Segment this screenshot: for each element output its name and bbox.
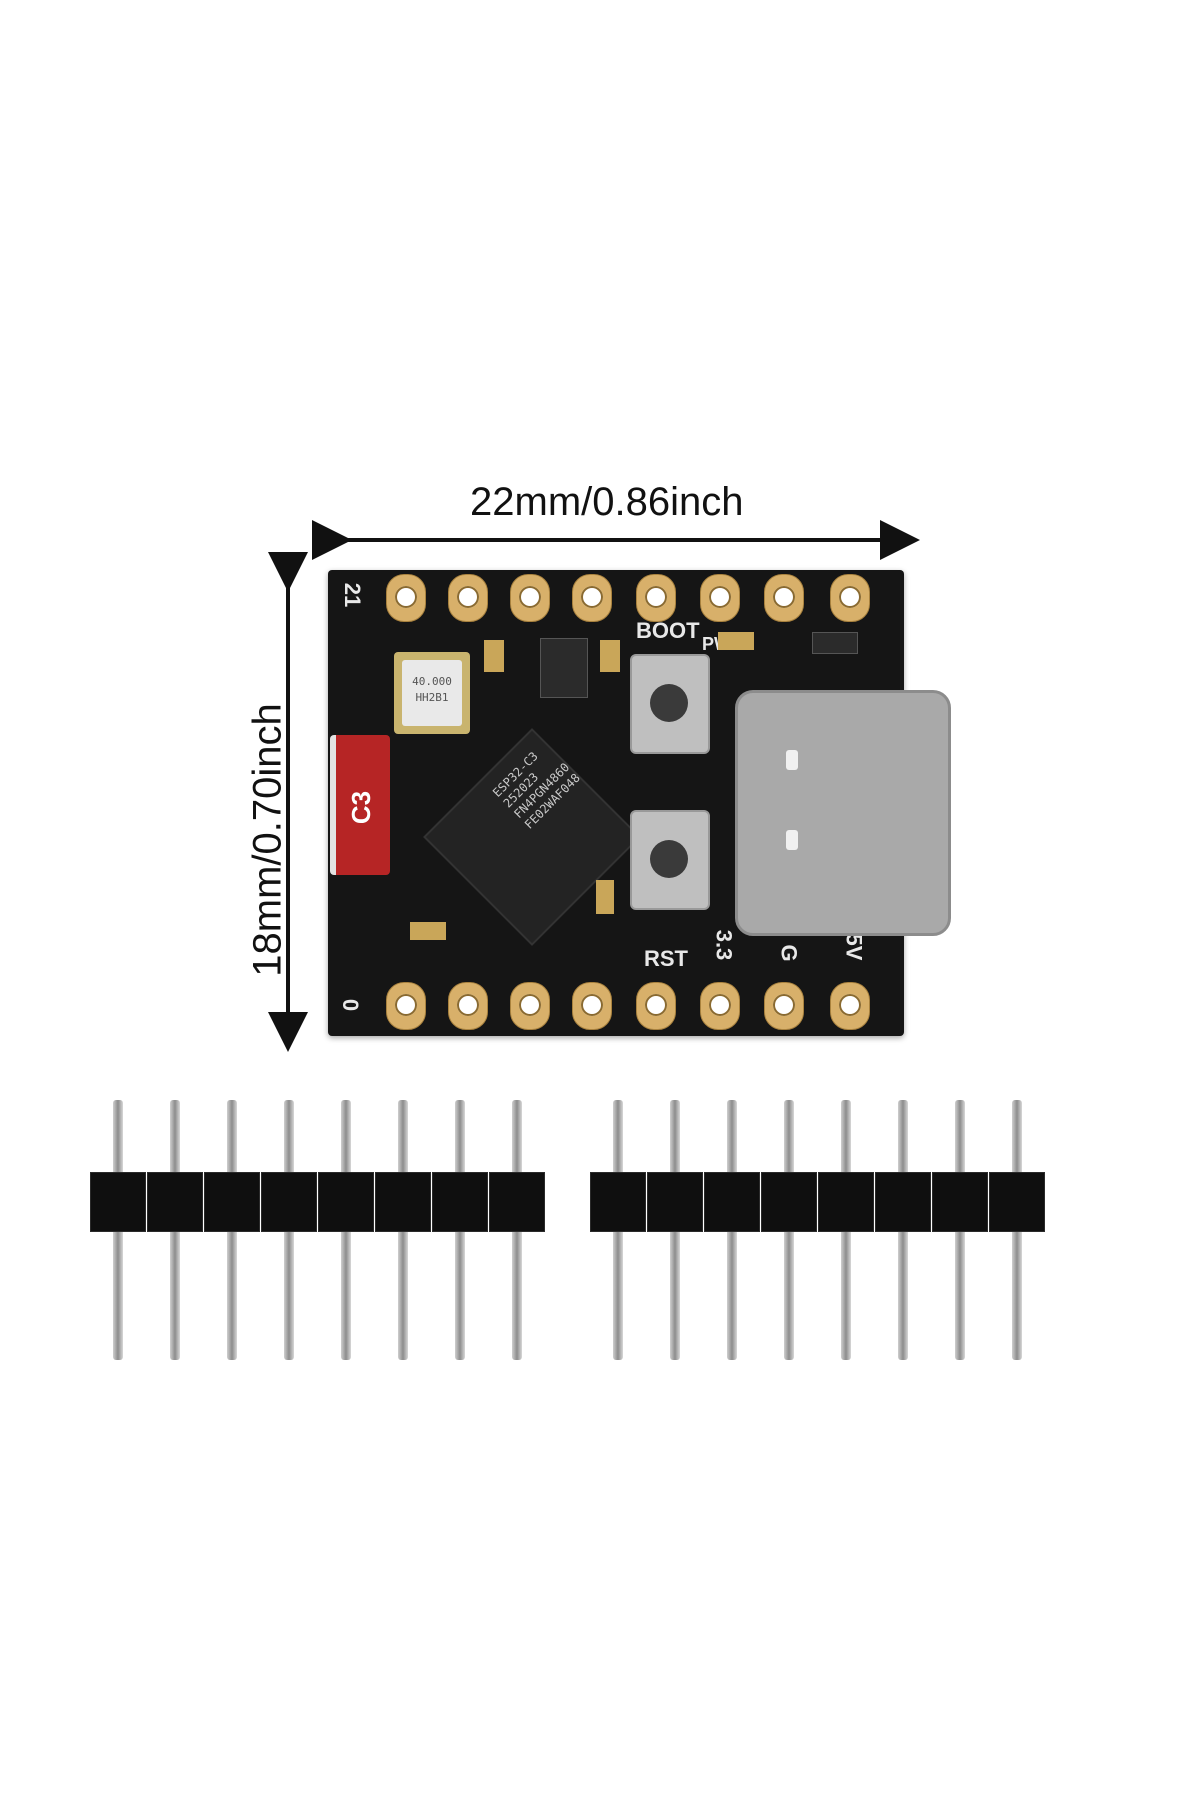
width-label: 22mm/0.86inch — [470, 480, 744, 524]
pad — [510, 982, 550, 1030]
pad — [830, 982, 870, 1030]
c3-badge — [330, 735, 390, 875]
pad — [386, 982, 426, 1030]
pad — [764, 982, 804, 1030]
header-block — [318, 1172, 374, 1232]
header-block — [647, 1172, 703, 1232]
pad — [572, 982, 612, 1030]
header-block — [261, 1172, 317, 1232]
header-block — [90, 1172, 146, 1232]
header-block — [432, 1172, 488, 1232]
resistor — [410, 922, 446, 940]
pad — [572, 574, 612, 622]
header-block — [147, 1172, 203, 1232]
capacitor — [484, 640, 504, 672]
header-block — [761, 1172, 817, 1232]
usb-contact — [786, 750, 798, 770]
pad — [636, 982, 676, 1030]
led — [596, 880, 614, 914]
pin-label-0: 0 — [338, 998, 364, 1012]
pad — [510, 574, 550, 622]
boot-label: BOOT — [636, 618, 700, 643]
pad — [830, 574, 870, 622]
header-block — [375, 1172, 431, 1232]
pad — [700, 982, 740, 1030]
header-block — [590, 1172, 646, 1232]
crystal-oscillator: 40.000 HH2B1 — [394, 652, 470, 734]
pad — [636, 574, 676, 622]
pad — [700, 574, 740, 622]
power-led — [718, 632, 754, 650]
crystal-marking: 40.000 HH2B1 — [402, 660, 462, 726]
header-block — [932, 1172, 988, 1232]
usb-c-connector[interactable] — [735, 690, 951, 936]
reset-button[interactable] — [630, 810, 710, 910]
header-block — [818, 1172, 874, 1232]
pad — [764, 574, 804, 622]
voltage-regulator — [540, 638, 588, 698]
boot-button[interactable] — [630, 654, 710, 754]
header-block — [989, 1172, 1045, 1232]
5v-label: 5V — [841, 933, 867, 961]
usb-contact — [786, 830, 798, 850]
crystal-marking-line: HH2B1 — [415, 691, 449, 704]
v33-label: 3.3 — [711, 929, 737, 961]
header-block — [204, 1172, 260, 1232]
gnd-label: G — [776, 944, 802, 962]
pad — [448, 982, 488, 1030]
crystal-marking-line: 40.000 — [412, 675, 452, 688]
c3-badge-label: C3 — [346, 790, 377, 825]
header-block — [875, 1172, 931, 1232]
header-block — [704, 1172, 760, 1232]
pad — [448, 574, 488, 622]
diode — [812, 632, 858, 654]
header-block — [489, 1172, 545, 1232]
capacitor — [600, 640, 620, 672]
pin-label-21: 21 — [340, 582, 366, 608]
pad — [386, 574, 426, 622]
height-label: 18mm/0.70inch — [245, 703, 290, 977]
rst-label: RST — [644, 946, 688, 971]
